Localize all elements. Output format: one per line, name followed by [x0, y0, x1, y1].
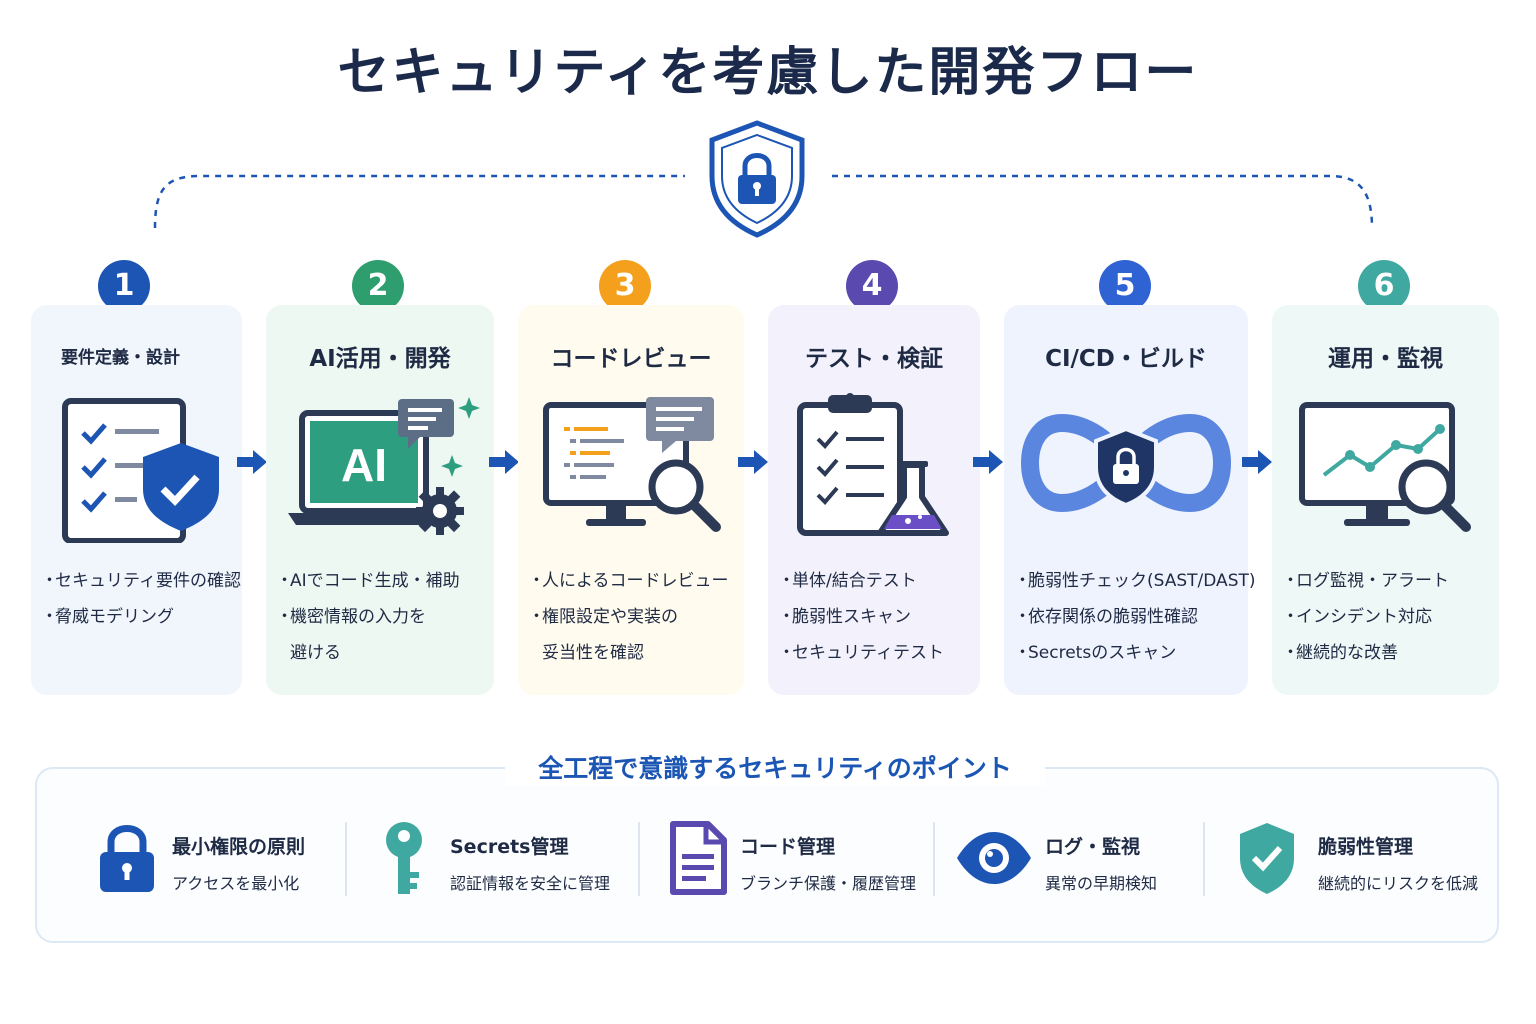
- step-bullets: ・セキュリティ要件の確認 ・脅威モデリング: [41, 571, 241, 627]
- step-number-3: 3: [599, 260, 651, 312]
- step-title: 要件定義・設計: [61, 348, 180, 368]
- step-number-1: 1: [98, 260, 150, 312]
- point-code-management: コード管理 ブランチ保護・履歴管理: [668, 820, 928, 900]
- step-card-code-review: コードレビュー ・人によるコードレビュー ・権限設定や実装の 妥当性を確認: [518, 305, 744, 695]
- point-vulnerability: 脆弱性管理 継続的にリスクを低減: [1236, 820, 1486, 900]
- arrow-right-icon: [973, 450, 1003, 474]
- step-title: CI/CD・ビルド: [1045, 346, 1207, 372]
- code-review-monitor-icon: [543, 397, 721, 532]
- step-bullets: ・人によるコードレビュー ・権限設定や実装の 妥当性を確認: [528, 571, 729, 663]
- step-title: AI活用・開発: [309, 346, 451, 372]
- security-points-title: 全工程で意識するセキュリティのポイント: [505, 752, 1045, 786]
- point-desc: ブランチ保護・履歴管理: [740, 874, 917, 893]
- key-icon: [386, 822, 422, 894]
- step-card-testing: テスト・検証 ・単体/結合テスト ・脆弱性スキャン ・セキュリティテスト: [768, 305, 980, 695]
- arrow-right-icon: [738, 450, 768, 474]
- point-desc: 認証情報を安全に管理: [450, 874, 611, 893]
- point-label: ログ・監視: [1045, 836, 1141, 858]
- monitoring-chart-icon: [1299, 402, 1471, 532]
- clipboard-flask-icon: [797, 393, 949, 536]
- shield-lock-icon: [709, 120, 805, 238]
- divider: [638, 822, 640, 896]
- dashed-connector: [153, 174, 1374, 229]
- ai-laptop-icon: [288, 397, 480, 535]
- document-icon: [670, 821, 727, 895]
- divider: [1203, 822, 1205, 896]
- step-number-6: 6: [1358, 260, 1410, 312]
- divider: [345, 822, 347, 896]
- eye-icon: [957, 832, 1031, 884]
- arrow-right-icon: [237, 450, 267, 474]
- point-least-privilege: 最小権限の原則 アクセスを最小化: [96, 820, 336, 900]
- point-label: コード管理: [740, 836, 836, 858]
- point-label: 最小権限の原則: [172, 836, 306, 858]
- point-logging: ログ・監視 異常の早期検知: [955, 820, 1195, 900]
- shield-check-icon: [1240, 823, 1294, 894]
- step-card-requirements: 要件定義・設計 ・セキュリティ要件の確認 ・脅威モデリング: [31, 305, 242, 695]
- checklist-shield-icon: [62, 398, 219, 543]
- point-desc: 異常の早期検知: [1045, 874, 1158, 893]
- step-title: コードレビュー: [550, 346, 712, 372]
- step-number-4: 4: [846, 260, 898, 312]
- step-bullets: ・ログ監視・アラート ・インシデント対応 ・継続的な改善: [1282, 571, 1449, 663]
- step-bullets: ・単体/結合テスト ・脆弱性スキャン ・セキュリティテスト: [778, 571, 944, 663]
- point-label: Secrets管理: [450, 836, 569, 858]
- step-number-2: 2: [352, 260, 404, 312]
- point-desc: アクセスを最小化: [172, 874, 300, 893]
- step-card-ai-development: AI活用・開発 AI ・AIでコード生成・: [266, 305, 494, 695]
- step-bullets: ・AIでコード生成・補助 ・機密情報の入力を 避ける: [276, 571, 460, 663]
- step-title: テスト・検証: [805, 346, 943, 372]
- step-card-operations: 運用・監視 ・ログ監視・アラート ・インシデント対応 ・継続的な改善: [1272, 305, 1499, 695]
- step-title: 運用・監視: [1328, 346, 1443, 372]
- infinity-lock-icon: [1020, 413, 1232, 513]
- step-bullets: ・脆弱性チェック(SAST/DAST) ・依存関係の脆弱性確認 ・Secrets…: [1014, 571, 1256, 663]
- page-title: セキュリティを考慮した開発フロー: [337, 43, 1199, 103]
- point-secrets: Secrets管理 認証情報を安全に管理: [380, 820, 630, 900]
- step-card-cicd: CI/CD・ビルド ・脆弱性チェック(SAST/DAST) ・依存関係の脆弱性確…: [1004, 305, 1256, 695]
- divider: [933, 822, 935, 896]
- step-number-5: 5: [1099, 260, 1151, 312]
- point-label: 脆弱性管理: [1318, 836, 1414, 858]
- padlock-icon: [100, 825, 154, 892]
- arrow-right-icon: [489, 450, 519, 474]
- ai-label: AI: [341, 439, 387, 491]
- point-desc: 継続的にリスクを低減: [1318, 874, 1479, 893]
- arrow-right-icon: [1242, 450, 1272, 474]
